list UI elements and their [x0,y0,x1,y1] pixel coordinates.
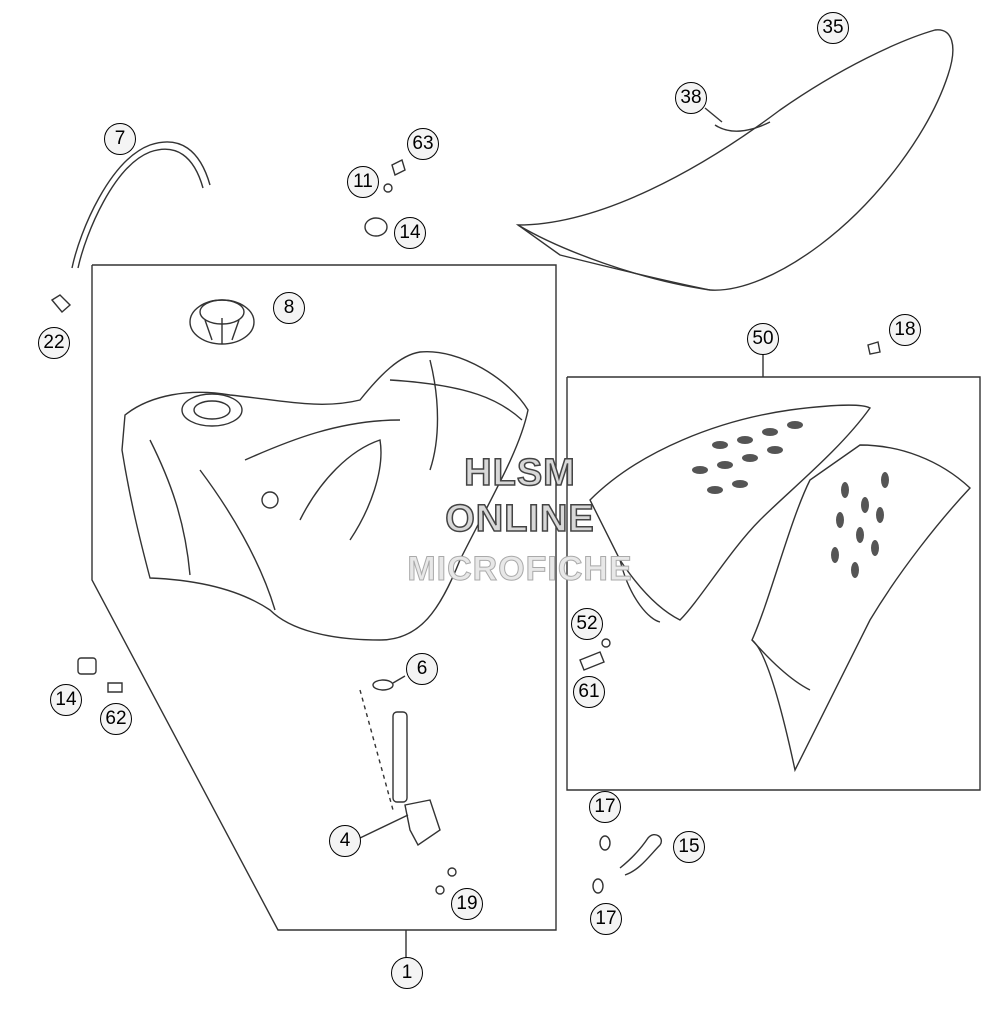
fuel-tap-pipe [393,712,407,802]
screw-19a [435,885,445,895]
callout-63[interactable]: 63 [407,128,439,160]
rubber-bushing-lower [78,658,96,674]
clamp-17a [600,836,610,850]
callout-61[interactable]: 61 [573,676,605,708]
washer-part [383,183,393,193]
shroud-right-edge [752,640,810,690]
shroud-left [590,405,870,620]
hose-piece [620,835,661,875]
fuel-tank-detail-2 [300,440,381,540]
watermark-line-3: MICROFICHE [407,550,633,589]
shroud-right [752,445,970,770]
callout-38[interactable]: 38 [675,82,707,114]
breather-hose [72,142,210,268]
shroud-vent-holes [692,421,889,578]
clamp-17b [593,879,603,893]
o-ring [373,680,393,690]
fuel-tank-filler-inner [194,401,230,419]
callout-11[interactable]: 11 [347,166,379,198]
leader-6 [393,676,405,683]
seat [518,30,953,290]
callout-1[interactable]: 1 [391,957,423,989]
radiator-shroud-group-frame [567,377,980,790]
callout-35[interactable]: 35 [817,12,849,44]
callout-62[interactable]: 62 [100,703,132,735]
watermark-line-2: ONLINE [444,497,595,541]
callout-22[interactable]: 22 [38,327,70,359]
fuel-tank-group-frame [92,265,556,930]
nut-52 [601,638,611,648]
fuel-tank-detail-5 [430,360,438,470]
screw-lower [108,683,122,692]
fuel-tap-dash [360,690,393,810]
fuel-tank-detail-3 [150,440,190,575]
leader-38 [705,108,722,122]
callout-15[interactable]: 15 [673,831,705,863]
shroud-left-edge [620,560,660,622]
callout-6[interactable]: 6 [406,653,438,685]
fuel-tank [122,352,528,640]
fuel-tap [405,800,440,845]
rubber-bushing-top [365,218,387,236]
callout-8[interactable]: 8 [273,292,305,324]
fuel-cap-ribs [205,318,239,344]
watermark-line-1: HLSM [463,451,576,495]
callout-50[interactable]: 50 [747,323,779,355]
screw-61 [580,652,604,670]
callout-19[interactable]: 19 [451,888,483,920]
callout-52[interactable]: 52 [571,608,603,640]
seat-strap [715,122,770,131]
fuel-tank-detail-1 [245,420,400,460]
callout-18[interactable]: 18 [889,314,921,346]
callout-17-top[interactable]: 17 [589,791,621,823]
callout-14-lower[interactable]: 14 [50,684,82,716]
callout-4[interactable]: 4 [329,825,361,857]
screw-19b [447,867,457,877]
fuel-tank-mount [261,491,279,509]
seat-edge-line [518,225,710,290]
fuel-tank-detail-4 [200,470,275,610]
callout-7[interactable]: 7 [104,123,136,155]
screw-part [392,160,405,175]
callout-17-bottom[interactable]: 17 [590,903,622,935]
leader-4 [360,815,408,838]
fuel-tank-filler-neck [182,394,242,426]
breather-hose-inner [78,149,203,268]
clip-part [52,295,70,312]
fuel-tank-detail-6 [390,380,522,420]
callout-14-top[interactable]: 14 [394,217,426,249]
screw-18 [868,342,880,354]
